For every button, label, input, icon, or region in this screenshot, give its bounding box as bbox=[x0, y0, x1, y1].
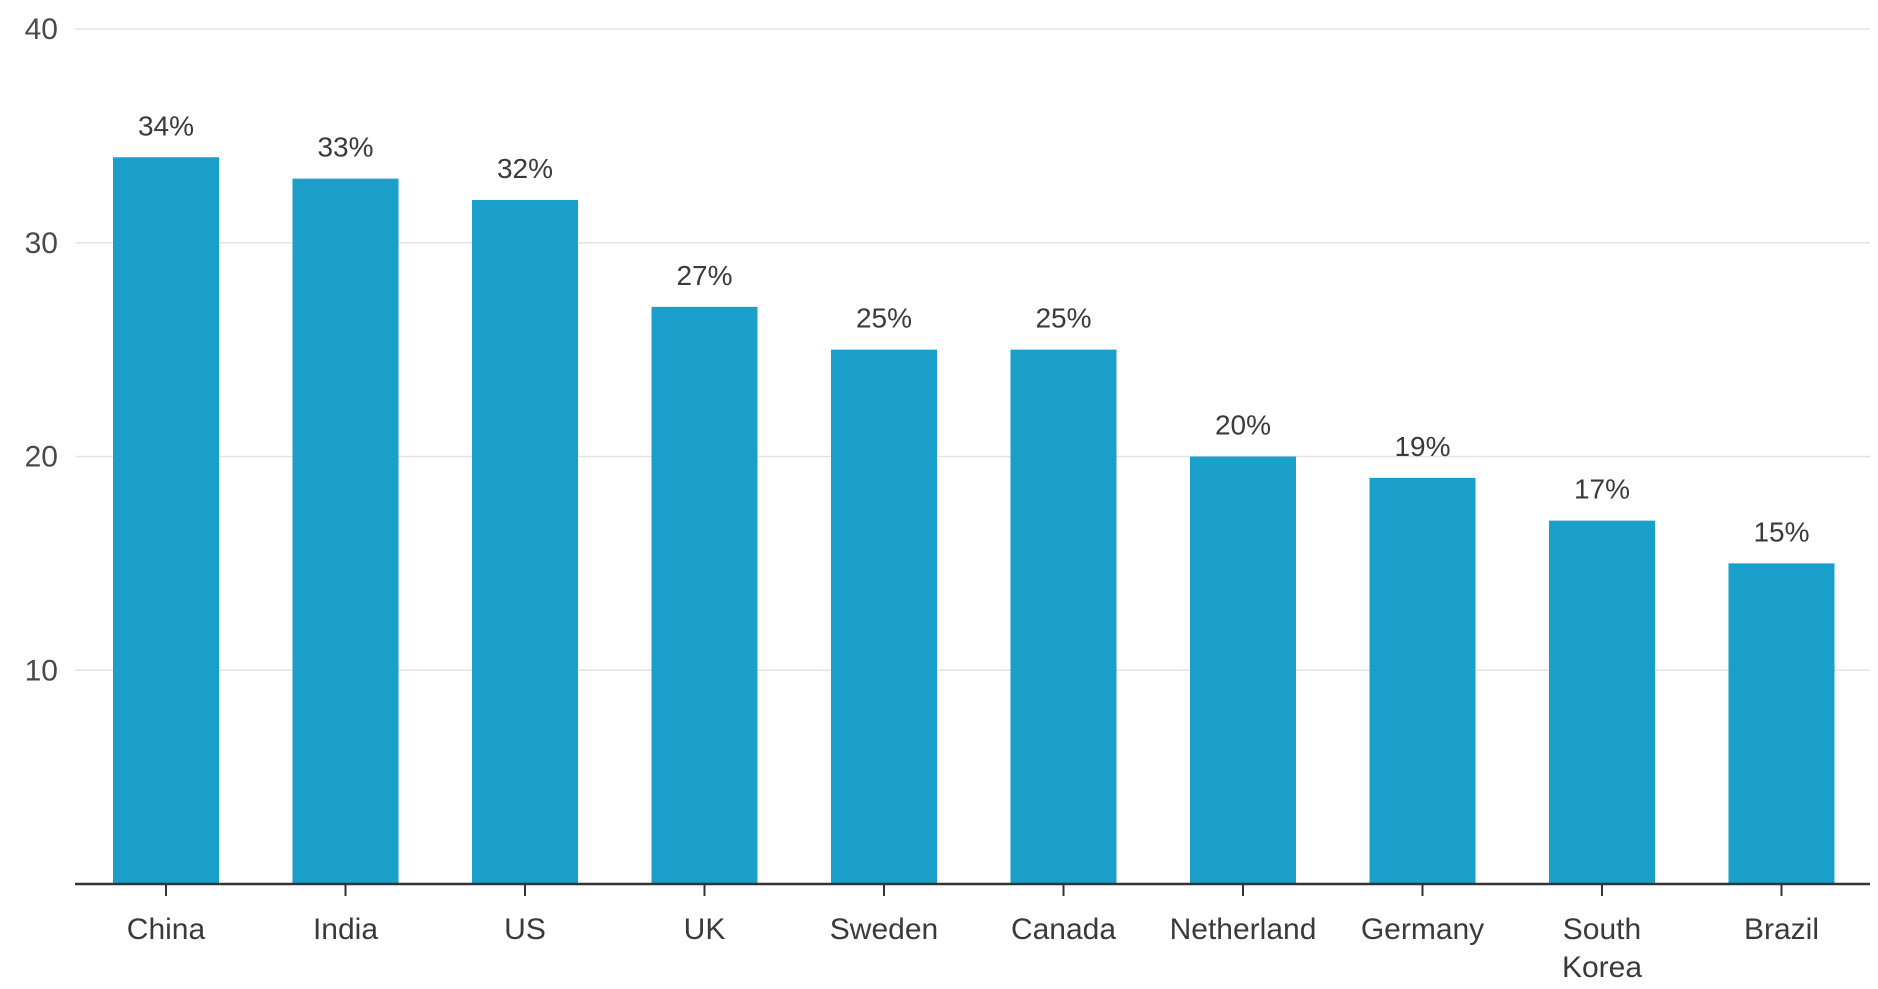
y-tick-label: 20 bbox=[25, 441, 58, 474]
data-label: 15% bbox=[1753, 516, 1809, 547]
x-category-label: Canada bbox=[1011, 913, 1116, 946]
data-label: 27% bbox=[676, 260, 732, 291]
y-axis-tick-labels: 10 20 30 40 bbox=[25, 13, 58, 687]
x-category-label-line: China bbox=[127, 913, 206, 946]
x-category-label: India bbox=[313, 913, 378, 946]
bar bbox=[831, 349, 937, 884]
x-category-label-line: UK bbox=[684, 913, 726, 946]
data-label: 19% bbox=[1394, 431, 1450, 462]
x-category-label-line: Korea bbox=[1562, 951, 1642, 984]
bar bbox=[1549, 520, 1655, 884]
x-axis-category-labels: China India US UK Sweden Canada Netherland Germ… bbox=[127, 913, 1819, 984]
bar bbox=[472, 200, 578, 884]
x-category-label-line: Brazil bbox=[1744, 913, 1819, 946]
x-category-label: China bbox=[127, 913, 206, 946]
bar bbox=[1369, 477, 1476, 884]
x-category-label-line: Germany bbox=[1361, 913, 1484, 946]
bar bbox=[651, 306, 758, 884]
data-label: 25% bbox=[856, 303, 912, 334]
bar bbox=[113, 157, 219, 884]
bar bbox=[292, 178, 399, 884]
x-category-label-line: South bbox=[1563, 913, 1641, 946]
x-category-label-line: Netherland bbox=[1170, 913, 1317, 946]
data-label: 25% bbox=[1035, 303, 1091, 334]
x-category-label: Germany bbox=[1361, 913, 1484, 946]
y-tick-label: 40 bbox=[25, 13, 58, 46]
x-category-label: US bbox=[504, 913, 546, 946]
x-category-label-line: Canada bbox=[1011, 913, 1116, 946]
bars bbox=[113, 157, 1835, 884]
data-label: 20% bbox=[1215, 410, 1271, 441]
data-label: 32% bbox=[497, 153, 553, 184]
x-category-label-line: US bbox=[504, 913, 546, 946]
y-tick-label: 30 bbox=[25, 227, 58, 260]
data-label: 34% bbox=[138, 110, 194, 141]
x-category-label-line: Sweden bbox=[830, 913, 938, 946]
x-category-label-line: India bbox=[313, 913, 378, 946]
data-label: 33% bbox=[317, 132, 373, 163]
x-category-label: UK bbox=[684, 913, 726, 946]
x-category-label: Brazil bbox=[1744, 913, 1819, 946]
data-labels: 34% 33% 32% 27% 25% 25% 20% 19% 17% 15% bbox=[138, 110, 1810, 547]
y-tick-label: 10 bbox=[25, 654, 58, 687]
bar bbox=[1190, 456, 1296, 884]
bar bbox=[1728, 563, 1835, 884]
x-category-label: Sweden bbox=[830, 913, 938, 946]
data-label: 17% bbox=[1574, 474, 1630, 505]
x-category-label: Netherland bbox=[1170, 913, 1317, 946]
x-axis bbox=[75, 882, 1870, 896]
bar bbox=[1010, 349, 1117, 884]
